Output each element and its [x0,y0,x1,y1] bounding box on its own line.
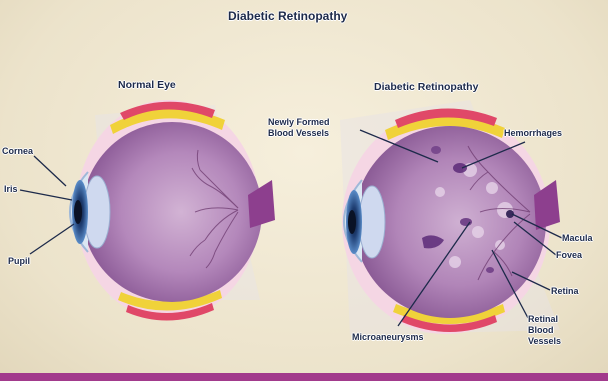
pupil-shape-2 [348,210,356,234]
label-macula: Macula [562,233,593,243]
label-new-vessels-2: Blood Vessels [268,128,329,138]
label-iris: Iris [4,184,18,194]
bottom-accent-bar [0,373,608,381]
label-retina: Retina [551,286,579,296]
label-retinal-vessels-1: Retinal [528,314,558,324]
label-fovea: Fovea [556,250,582,260]
pupil-shape [74,200,82,224]
label-new-vessels-1: Newly Formed [268,117,330,127]
normal-eye-pointers [20,156,74,254]
diabetic-eye-heading: Diabetic Retinopathy [374,82,478,92]
label-cornea: Cornea [2,146,33,156]
lens-2 [359,186,385,258]
label-microaneurysms: Microaneurysms [352,332,424,342]
label-hemorrhages: Hemorrhages [504,128,562,138]
normal-eye-heading: Normal Eye [118,80,176,90]
label-retinal-vessels-2: Blood [528,325,554,335]
normal-eye-drawing [20,100,275,321]
label-retinal-vessels-3: Vessels [528,336,561,346]
page-title: Diabetic Retinopathy [228,11,347,21]
label-pupil: Pupil [8,256,30,266]
